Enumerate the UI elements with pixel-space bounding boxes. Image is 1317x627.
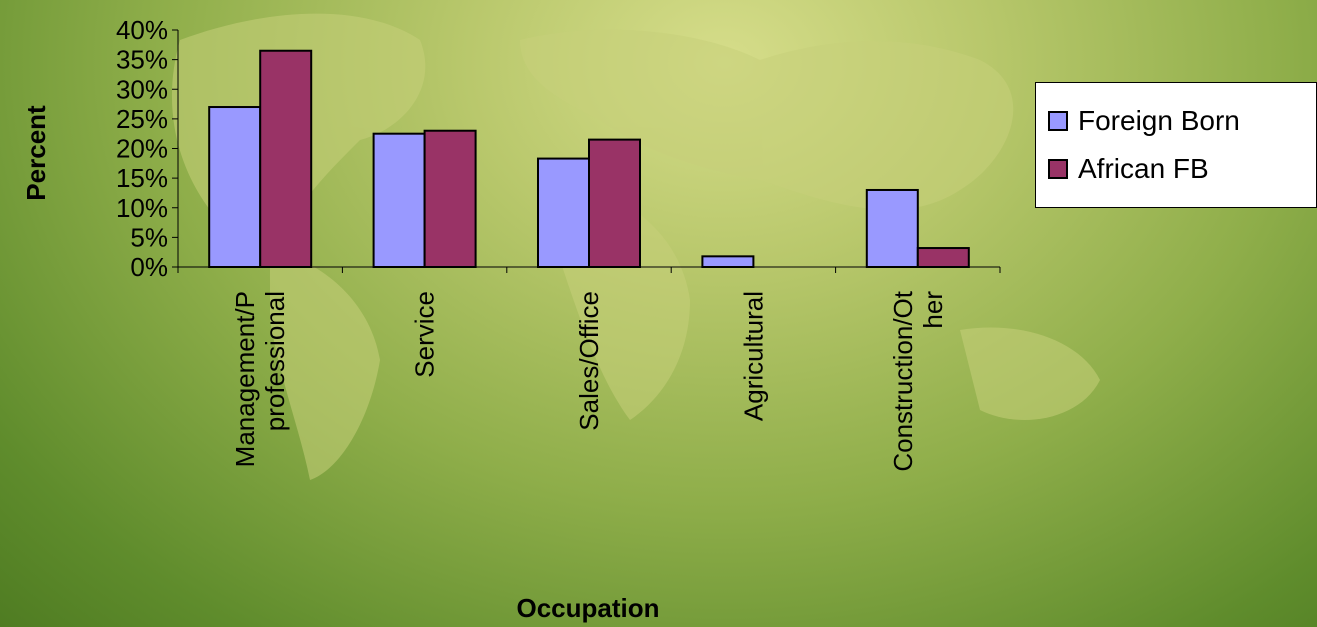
bar-african-fb: [916, 247, 970, 268]
x-category-label: professional: [260, 291, 290, 431]
legend-label-african-fb: African FB: [1078, 153, 1209, 184]
legend-swatch-african-fb: [1048, 159, 1068, 179]
y-axis-title: Percent: [21, 105, 51, 201]
y-tick-label: 30%: [116, 74, 168, 104]
bar-foreign-born: [537, 157, 590, 268]
x-category-label: Service: [410, 291, 440, 378]
y-tick-label: 20%: [116, 134, 168, 164]
y-tick-label: 0%: [130, 252, 168, 282]
y-tick-label: 5%: [130, 222, 168, 252]
x-axis: [177, 266, 1001, 273]
legend: Foreign Born African FB: [1035, 82, 1317, 208]
bar-african-fb: [259, 49, 313, 268]
x-category-label: Sales/Office: [574, 291, 604, 431]
y-tick-label: 40%: [116, 15, 168, 45]
x-category-label: Construction/Ot: [888, 290, 918, 471]
bars-group: [208, 49, 970, 269]
legend-swatch-foreign-born: [1048, 111, 1068, 131]
x-category-label: Agricultural: [738, 291, 768, 421]
x-category-label: Management/P: [230, 291, 260, 467]
bar-foreign-born: [701, 255, 755, 268]
x-axis-title: Occupation: [516, 593, 659, 623]
bar-foreign-born: [372, 132, 426, 268]
legend-item-african-fb: African FB: [1048, 153, 1209, 185]
bar-foreign-born: [865, 188, 919, 269]
y-tick-label: 35%: [116, 45, 168, 75]
y-tick-label: 10%: [116, 193, 168, 223]
x-category-label: her: [918, 291, 948, 329]
y-axis: 0%5%10%15%20%25%30%35%40%: [116, 15, 179, 282]
legend-label-foreign-born: Foreign Born: [1078, 105, 1240, 136]
y-tick-label: 15%: [116, 163, 168, 193]
legend-item-foreign-born: Foreign Born: [1048, 105, 1240, 137]
bar-african-fb: [588, 138, 641, 268]
bar-african-fb: [423, 129, 477, 268]
y-tick-label: 25%: [116, 104, 168, 134]
bar-foreign-born: [208, 106, 262, 269]
